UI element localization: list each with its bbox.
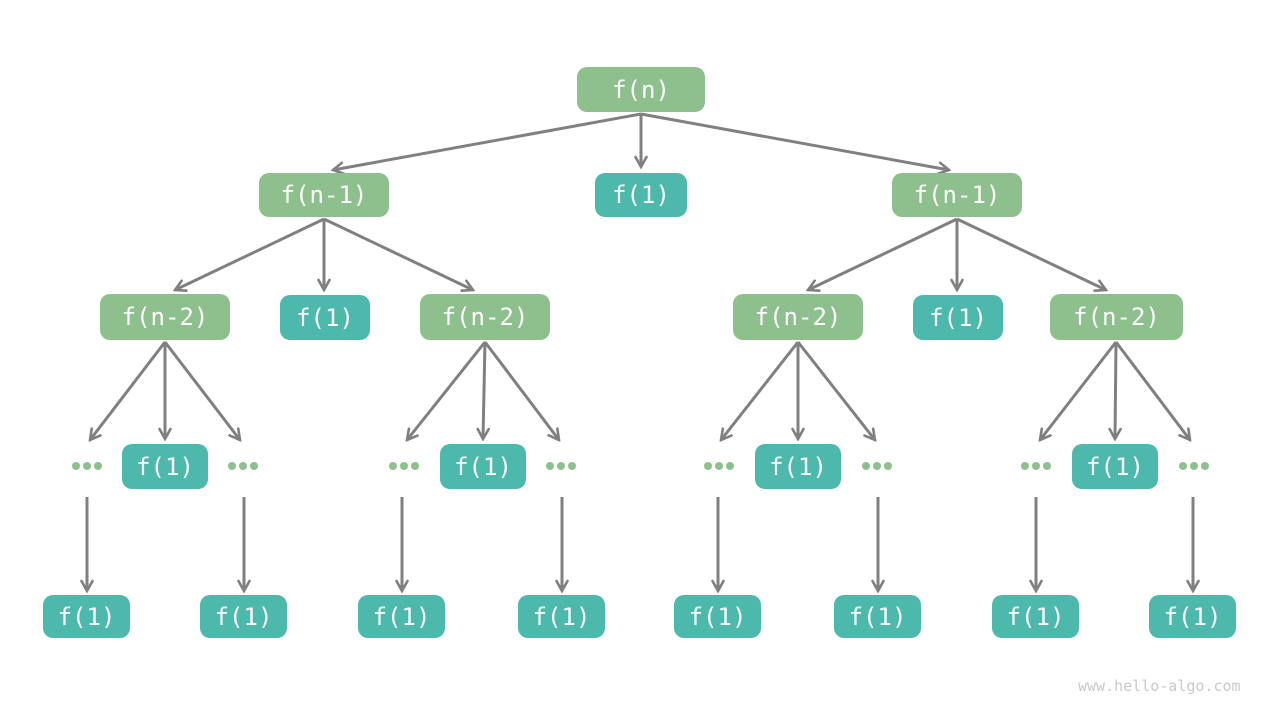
dot [715,462,723,470]
tree-node: f(1) [200,595,287,638]
ellipsis-dots [72,462,102,470]
tree-edge [323,217,473,290]
dot [250,462,258,470]
dot [873,462,881,470]
dot [1190,462,1198,470]
tree-node: f(n-1) [892,173,1022,217]
tree-edge [407,341,487,440]
tree-edge [721,341,800,440]
dot [1032,462,1040,470]
tree-edge [796,341,875,440]
dot [568,462,576,470]
dot [1021,462,1029,470]
tree-edge [1114,341,1190,440]
tree-node: f(1) [1149,595,1236,638]
tree-node: f(1) [674,595,761,638]
tree-node: f(1) [834,595,921,638]
tree-node: f(n-2) [733,294,863,340]
ellipsis-dots [546,462,576,470]
tree-edge [483,341,485,439]
tree-node: f(1) [518,595,605,638]
dot [72,462,80,470]
tree-edge [956,217,1106,290]
dot [411,462,419,470]
dot [400,462,408,470]
dot [704,462,712,470]
dot [94,462,102,470]
ellipsis-dots [1021,462,1051,470]
tree-node: f(1) [122,444,208,489]
ellipsis-dots [862,462,892,470]
tree-node: f(n-2) [420,294,550,340]
dot [239,462,247,470]
tree-node: f(n-2) [1050,294,1183,340]
dot [1179,462,1187,470]
dot [83,462,91,470]
tree-node: f(1) [1072,444,1158,489]
tree-node: f(1) [358,595,445,638]
ellipsis-dots [1179,462,1209,470]
tree-edges [87,112,1193,591]
tree-edge [90,341,167,440]
tree-node: f(1) [595,173,687,217]
tree-node: f(1) [992,595,1079,638]
tree-edge [483,341,559,440]
tree-node: f(1) [43,595,130,638]
tree-node: f(1) [913,295,1003,340]
tree-edge [1040,341,1118,440]
ellipsis-dots [228,462,258,470]
ellipsis-dots [389,462,419,470]
tree-edge [640,112,949,170]
tree-node: f(1) [280,295,370,340]
tree-edge [175,217,325,290]
tree-node: f(n-1) [259,173,389,217]
dot [557,462,565,470]
dot [228,462,236,470]
tree-node: f(n-2) [100,294,230,340]
ellipsis-dots [704,462,734,470]
tree-edge [1115,341,1116,439]
dot [1201,462,1209,470]
dot [862,462,870,470]
tree-node-root: f(n) [577,67,705,112]
dot [546,462,554,470]
tree-edge [808,217,958,290]
tree-node: f(1) [440,444,526,489]
watermark: www.hello-algo.com [1078,677,1241,695]
dot [884,462,892,470]
dot [389,462,397,470]
dot [726,462,734,470]
dot [1043,462,1051,470]
tree-edge [163,341,240,440]
tree-node: f(1) [755,444,841,489]
tree-edge [333,112,642,170]
